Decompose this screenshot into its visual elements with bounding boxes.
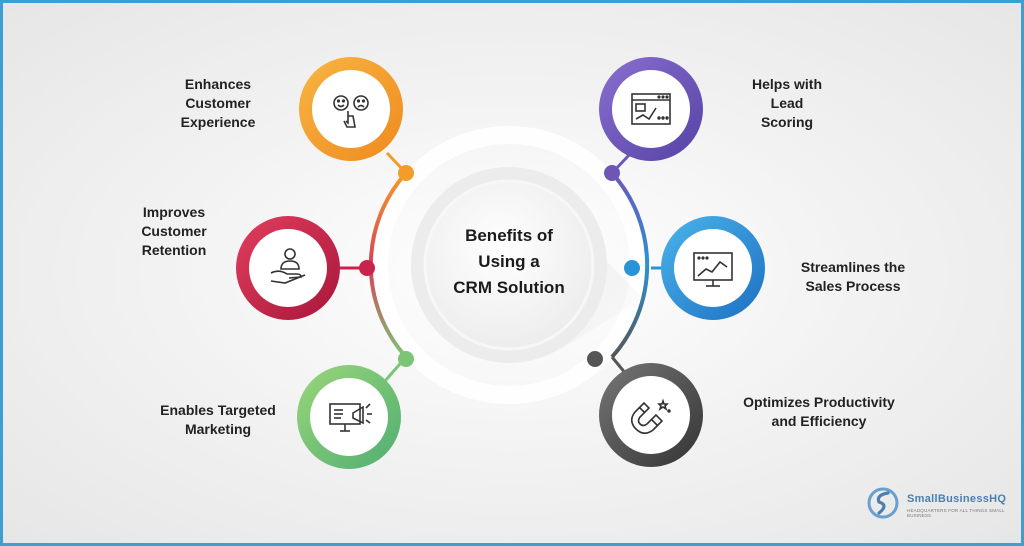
magnet-icon — [630, 398, 671, 435]
connector-dot — [359, 260, 375, 276]
megaphone-screen-icon — [329, 403, 372, 432]
benefit-label-helps-with-lead-scoring: Helps with Lead Scoring — [751, 76, 822, 130]
browser-chart-icon — [631, 93, 671, 125]
feedback-faces-icon — [333, 95, 369, 128]
connector-dot — [604, 165, 620, 181]
smallbusinesshq-logo-mark — [867, 487, 899, 519]
right-arc — [610, 171, 650, 359]
connector-dot — [624, 260, 640, 276]
badge-enhances-customer-experience — [299, 57, 403, 161]
benefit-label-enables-targeted-marketing: Enables Targeted Marketing — [160, 402, 276, 437]
logo-tagline: HEADQUARTERS FOR ALL THINGS SMALL BUSINE… — [907, 508, 1005, 518]
center-circle — [423, 179, 595, 351]
badge-streamlines-sales-process — [661, 216, 765, 320]
benefit-label-enhances-customer-experience: Enhances Customer Experience — [180, 76, 256, 130]
badge-improves-customer-retention — [236, 216, 340, 320]
hand-holding-person-icon — [270, 248, 306, 284]
benefit-label-optimizes-productivity: Optimizes Productivity and Efficiency — [743, 394, 895, 429]
connector-dot — [398, 165, 414, 181]
badge-enables-targeted-marketing — [297, 365, 401, 469]
connector-dot — [587, 351, 603, 367]
logo-name: SmallBusinessHQ — [907, 493, 1007, 505]
benefit-label-improves-customer-retention: Improves Customer Retention — [141, 204, 207, 258]
badge-optimizes-productivity — [599, 363, 703, 467]
badge-helps-with-lead-scoring — [599, 57, 703, 161]
monitor-chart-icon — [693, 252, 733, 287]
benefit-label-streamlines-sales-process: Streamlines the Sales Process — [800, 259, 906, 294]
center-title: Benefits of Using a CRM Solution — [453, 226, 565, 297]
connector-dot — [398, 351, 414, 367]
diagram-canvas — [236, 57, 899, 519]
